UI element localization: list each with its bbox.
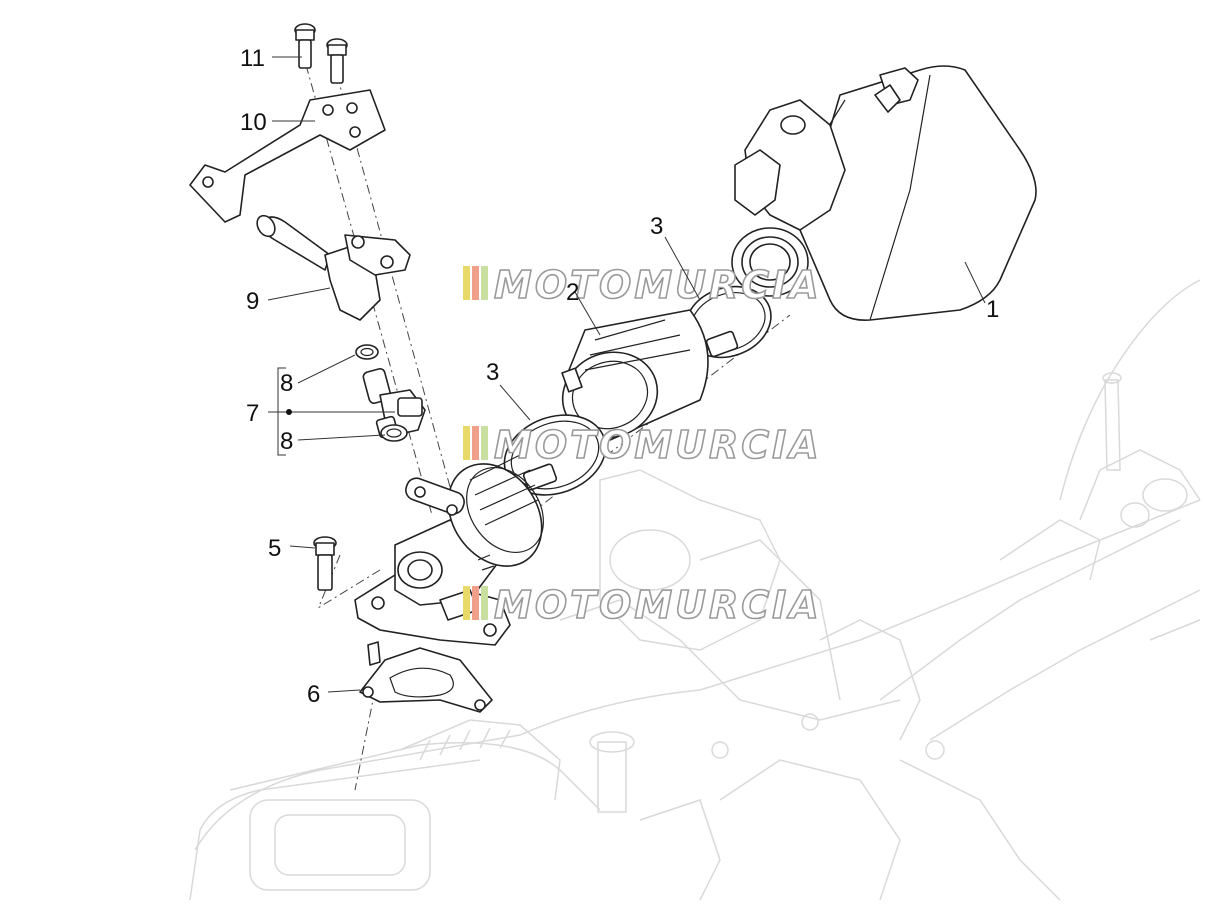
part-11-bolts bbox=[294, 23, 348, 84]
callout-10: 10 bbox=[240, 109, 267, 136]
watermark: MOTOMURCIA MOTOMURCIA MOTOMURCIA bbox=[463, 262, 822, 628]
callout-6: 6 bbox=[307, 681, 320, 708]
part-5-bolt bbox=[313, 536, 337, 591]
part-9-fuel-connector bbox=[256, 214, 411, 321]
part-1-throttle-body-unit bbox=[731, 65, 1037, 321]
part-2-intake-coupling bbox=[561, 309, 709, 441]
callout-labels: 11 10 9 8 7 8 5 6 3 3 2 1 bbox=[240, 45, 999, 708]
callout-11: 11 bbox=[240, 45, 265, 72]
watermark-bottom: MOTOMURCIA bbox=[463, 582, 822, 628]
watermark-text: MOTOMURCIA bbox=[494, 423, 822, 467]
part-10-bracket bbox=[189, 89, 386, 223]
engine-background-ghost bbox=[189, 279, 1201, 901]
watermark-text: MOTOMURCIA bbox=[494, 583, 822, 627]
part-3-hose-clamp-upper bbox=[684, 285, 772, 359]
callout-5: 5 bbox=[268, 535, 281, 562]
callout-7: 7 bbox=[246, 400, 259, 427]
callout-1: 1 bbox=[986, 296, 999, 323]
callout-2: 2 bbox=[566, 279, 579, 306]
callout-7-dot bbox=[286, 409, 292, 415]
callout-9: 9 bbox=[246, 288, 259, 315]
callout-3-lower: 3 bbox=[486, 359, 499, 386]
watermark-text: MOTOMURCIA bbox=[494, 263, 822, 307]
callout-8-lower: 8 bbox=[280, 428, 293, 455]
part-6-gasket bbox=[359, 641, 493, 713]
watermark-middle: MOTOMURCIA bbox=[463, 422, 822, 468]
part-7-fuel-injector bbox=[355, 344, 426, 442]
callout-8-upper: 8 bbox=[280, 370, 293, 397]
part-3-hose-clamp-lower bbox=[503, 414, 607, 496]
throttle-body-flange bbox=[354, 454, 544, 646]
callout-3-upper: 3 bbox=[650, 213, 663, 240]
watermark-top: MOTOMURCIA bbox=[463, 262, 822, 308]
